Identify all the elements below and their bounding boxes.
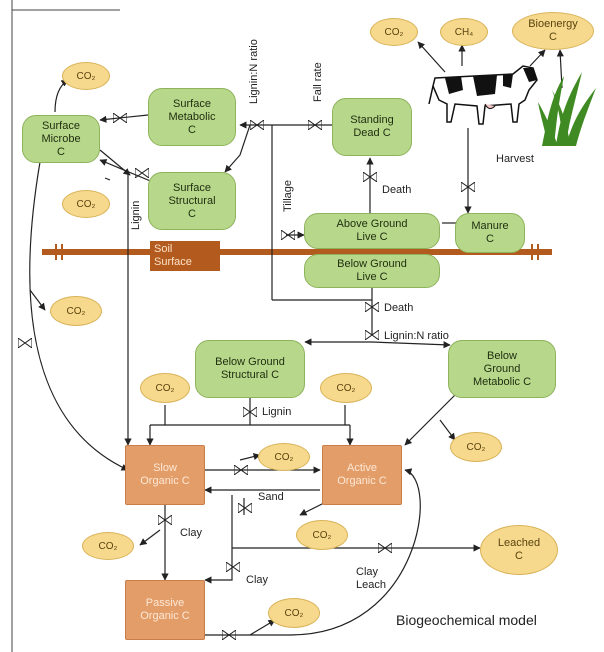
valve-icon xyxy=(113,113,127,123)
valve-icon xyxy=(250,120,264,130)
valve-icon xyxy=(365,302,379,312)
below-ground-live-pool: Below Ground Live C xyxy=(304,254,440,288)
valve-icon xyxy=(238,503,252,513)
lignin-label: Lignin xyxy=(262,406,292,418)
fall-rate-label: Fall rate xyxy=(312,62,324,102)
valve-icon xyxy=(365,330,379,340)
co2-cloud: CO₂ xyxy=(62,190,110,218)
surface-microbe-pool: Surface Microbe C xyxy=(22,115,100,163)
valve-icon xyxy=(281,230,295,240)
co2-cloud: CO₂ xyxy=(62,62,110,90)
valve-icon xyxy=(234,465,248,475)
valve-icon xyxy=(308,120,322,130)
active-organic-pool: Active Organic C xyxy=(322,445,402,505)
death-label: Death xyxy=(382,184,412,196)
soil-surface-label-box xyxy=(150,241,220,271)
passive-organic-pool: Passive Organic C xyxy=(125,580,205,640)
soil-surface-label: Soil Surface xyxy=(154,243,192,268)
death-label: Death xyxy=(384,302,414,314)
surface-structural-pool: Surface Structural C xyxy=(148,172,236,230)
co2-cloud: CO₂ xyxy=(450,432,502,462)
valve-icon xyxy=(226,562,240,572)
lignin-vertical-label: Lignin xyxy=(130,200,142,230)
manure-pool: Manure C xyxy=(455,213,525,253)
valve-icon xyxy=(158,515,172,525)
lignin-n-ratio-label: Lignin:N ratio xyxy=(384,330,449,342)
co2-cloud: CO₂ xyxy=(320,373,372,403)
valve-icon xyxy=(461,182,475,192)
slow-organic-pool: Slow Organic C xyxy=(125,445,205,505)
below-ground-structural-pool: Below Ground Structural C xyxy=(195,340,305,398)
co2-cloud: CO₂ xyxy=(50,296,102,326)
valve-icon xyxy=(363,172,377,182)
lignin-n-ratio-label: Lignin:N ratio xyxy=(248,39,260,104)
soil-surface-bar xyxy=(42,249,552,255)
harvest-label: Harvest xyxy=(496,153,534,165)
valve-icon xyxy=(243,407,257,417)
valve-icon xyxy=(222,630,236,640)
valve-icon xyxy=(18,338,32,348)
grass-icon xyxy=(538,72,596,146)
co2-cloud: CO₂ xyxy=(258,443,310,471)
co2-cloud: CO₂ xyxy=(268,598,320,628)
ch4-cloud: CH₄ xyxy=(440,18,488,46)
below-ground-metabolic-pool: Below Ground Metabolic C xyxy=(448,340,556,398)
tillage-label: Tillage xyxy=(282,180,294,212)
cow-icon xyxy=(428,65,538,125)
co2-cloud: CO₂ xyxy=(370,18,418,46)
bioenergy-cloud: Bioenergy C xyxy=(512,12,594,50)
co2-cloud: CO₂ xyxy=(82,532,134,560)
valve-icon xyxy=(135,168,149,178)
co2-cloud: CO₂ xyxy=(296,520,348,550)
standing-dead-pool: Standing Dead C xyxy=(332,98,412,156)
clay-leach-label: Clay Leach xyxy=(356,566,386,591)
valve-icon xyxy=(378,543,392,553)
clay-label: Clay xyxy=(180,527,203,539)
surface-metabolic-pool: Surface Metabolic C xyxy=(148,88,236,146)
above-ground-live-pool: Above Ground Live C xyxy=(304,213,440,249)
model-title: Biogeochemical model xyxy=(396,612,537,628)
co2-cloud: CO₂ xyxy=(140,373,190,403)
leached-cloud: Leached C xyxy=(480,525,558,575)
sand-label: Sand xyxy=(258,491,284,503)
clay-label: Clay xyxy=(246,574,269,586)
